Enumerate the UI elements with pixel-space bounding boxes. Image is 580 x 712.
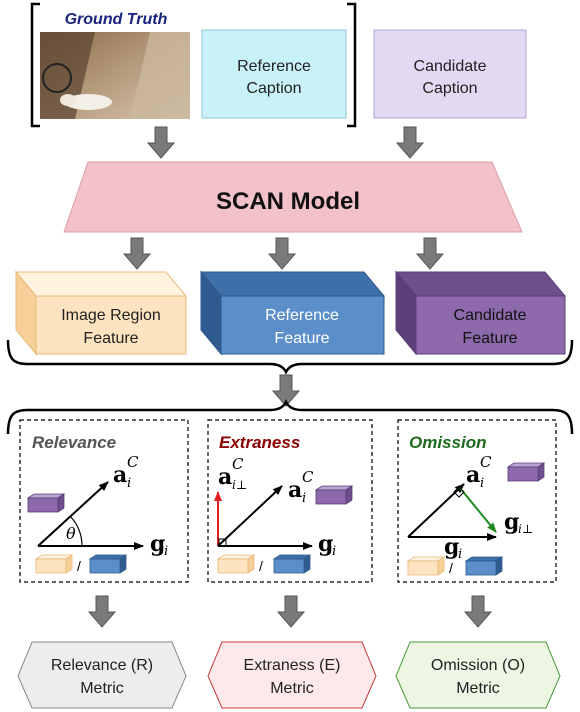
extraness-perp-label: a i⊥ C: [218, 455, 247, 492]
arrow-down-icon: [146, 126, 176, 159]
reference-caption-line1: Reference: [237, 58, 311, 75]
extraness-slash: /: [259, 558, 263, 574]
extraness-metric-line1: Extraness (E): [244, 657, 341, 674]
image-region-feature-line1: Image Region: [61, 307, 161, 324]
svg-text:i: i: [480, 476, 484, 491]
arrow-down-icon: [415, 237, 445, 270]
image-region-feature-line2: Feature: [83, 330, 138, 347]
relevance-g-label: g i: [150, 531, 168, 559]
reference-caption-line2: Caption: [246, 80, 301, 97]
scan-model-label: SCAN Model: [216, 188, 360, 215]
extraness-a-vector: [217, 485, 283, 547]
omission-a-label: a i C: [466, 453, 492, 491]
panels-brace: [6, 399, 574, 435]
omission-metric-line2: Metric: [456, 680, 500, 697]
relevance-metric-box: [17, 641, 187, 709]
ground-truth-bracket-right: [347, 2, 357, 128]
extraness-metric-line2: Metric: [270, 680, 314, 697]
candidate-caption-line2: Caption: [422, 80, 477, 97]
arrow-down-icon: [87, 595, 117, 628]
relevance-reference-cube: [88, 554, 128, 574]
candidate-feature-box: [394, 270, 567, 356]
omission-candidate-cube: [506, 462, 546, 482]
svg-text:C: C: [302, 468, 314, 486]
extraness-g-label: g i: [318, 531, 336, 559]
scan-model-block: [63, 161, 523, 233]
relevance-metric-line1: Relevance (R): [51, 657, 153, 674]
candidate-feature-line2: Feature: [462, 330, 517, 347]
extraness-candidate-cube: [314, 485, 354, 505]
svg-text:a: a: [113, 462, 127, 488]
ground-truth-bracket-left: [30, 2, 40, 128]
relevance-a-vector: [37, 481, 109, 547]
extraness-a-label: a i C: [288, 468, 314, 506]
svg-text:a: a: [218, 464, 232, 490]
svg-text:i: i: [164, 544, 168, 559]
omission-perp-label: g i⊥: [504, 509, 533, 536]
extraness-image-cube: [216, 554, 256, 574]
candidate-feature-line1: Candidate: [454, 307, 527, 324]
svg-text:i: i: [458, 547, 462, 562]
relevance-metric-line2: Metric: [80, 680, 124, 697]
extraness-metric-box: [207, 641, 377, 709]
svg-text:a: a: [288, 477, 302, 503]
arrow-down-icon: [463, 595, 493, 628]
svg-text:i⊥: i⊥: [518, 522, 533, 536]
omission-image-cube: [406, 556, 446, 576]
reference-feature-line2: Feature: [274, 330, 329, 347]
arrow-down-icon: [395, 126, 425, 159]
candidate-caption-box: [373, 29, 527, 119]
extraness-right-angle: [218, 538, 227, 547]
reference-feature-line1: Reference: [265, 307, 339, 324]
ground-truth-image: [40, 32, 190, 119]
relevance-theta-label: θ: [66, 524, 76, 543]
arrow-down-icon: [276, 595, 306, 628]
relevance-image-cube: [34, 554, 74, 574]
extraness-reference-cube: [272, 554, 312, 574]
svg-text:i: i: [302, 491, 306, 506]
svg-text:C: C: [480, 453, 492, 471]
svg-text:a: a: [466, 462, 480, 488]
omission-right-angle: [453, 486, 465, 498]
extraness-panel-title: Extraness: [219, 433, 300, 452]
svg-text:g: g: [444, 534, 459, 560]
svg-text:i⊥: i⊥: [232, 478, 247, 492]
svg-text:i: i: [127, 476, 131, 491]
svg-text:C: C: [232, 455, 244, 473]
omission-metric-box: [395, 641, 561, 709]
image-region-feature-box: [14, 270, 188, 356]
reference-caption-box: [201, 29, 347, 119]
omission-metric-line1: Omission (O): [431, 657, 525, 674]
relevance-angle-arc: [69, 515, 83, 547]
ground-truth-title: Ground Truth: [65, 11, 168, 28]
svg-text:g: g: [504, 509, 519, 535]
svg-text:g: g: [318, 531, 333, 557]
omission-perp-vector: [459, 487, 497, 533]
relevance-panel-title: Relevance: [32, 433, 116, 452]
relevance-a-label: a i C: [113, 453, 139, 491]
omission-slash: /: [449, 560, 453, 576]
relevance-slash: /: [77, 558, 81, 574]
relevance-candidate-cube: [26, 493, 66, 513]
candidate-caption-line1: Candidate: [414, 58, 487, 75]
features-brace: [6, 339, 574, 375]
svg-text:i: i: [332, 544, 336, 559]
reference-feature-box: [199, 270, 386, 356]
omission-panel-title: Omission: [409, 433, 486, 452]
omission-reference-cube: [464, 556, 504, 576]
omission-g-label: g i: [444, 534, 462, 562]
omission-panel: [397, 419, 557, 583]
svg-text:g: g: [150, 531, 165, 557]
arrow-down-icon: [267, 237, 297, 270]
svg-text:C: C: [127, 453, 139, 471]
arrow-down-icon: [122, 237, 152, 270]
arrow-down-icon: [271, 374, 301, 407]
